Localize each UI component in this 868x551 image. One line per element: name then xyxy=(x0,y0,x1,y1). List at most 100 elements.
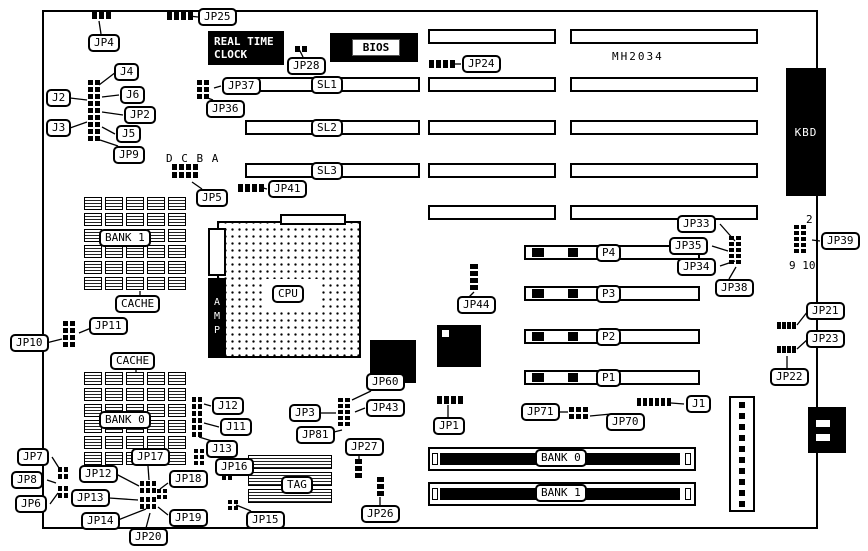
cache-chip-bank0 xyxy=(105,372,123,385)
label-j2: J2 xyxy=(46,89,72,107)
pin xyxy=(197,94,202,99)
pin xyxy=(228,500,232,504)
label-jp37: JP37 xyxy=(222,77,261,95)
pin xyxy=(228,476,232,480)
cache-chip-bank0 xyxy=(84,372,102,385)
pin xyxy=(569,407,574,412)
pin xyxy=(637,398,641,406)
pin xyxy=(152,497,156,502)
pin xyxy=(179,172,184,178)
cache-chip-bank1 xyxy=(84,197,102,210)
pin xyxy=(192,411,196,416)
pin xyxy=(58,493,62,498)
cache-chip-bank1 xyxy=(147,261,165,274)
label-jp43: JP43 xyxy=(366,399,405,417)
front-panel-header xyxy=(88,80,100,141)
pin xyxy=(152,481,156,486)
pin xyxy=(739,402,745,408)
pin xyxy=(576,407,581,412)
label-jp41: JP41 xyxy=(268,180,307,198)
label-jp15: JP15 xyxy=(246,511,285,529)
pin xyxy=(736,248,741,252)
panel-header-a xyxy=(140,481,156,493)
pin xyxy=(88,122,93,127)
jp23-header xyxy=(777,346,796,353)
expansion-slot xyxy=(570,77,758,92)
slot-key-mark xyxy=(568,332,578,341)
pin xyxy=(238,184,243,192)
label-p2: P2 xyxy=(596,328,622,346)
pin xyxy=(470,285,478,290)
cache-chip-bank0 xyxy=(126,372,144,385)
pin xyxy=(88,87,93,92)
pin xyxy=(729,254,734,258)
label-jp11: JP11 xyxy=(89,317,128,335)
label-bank1-simm: BANK 1 xyxy=(535,484,587,502)
pin xyxy=(729,242,734,246)
pin xyxy=(172,172,177,178)
cache-chip-bank0 xyxy=(147,404,165,417)
label-j6: J6 xyxy=(120,86,146,104)
pin xyxy=(436,60,441,68)
pin xyxy=(106,11,111,19)
expansion-slot xyxy=(428,120,556,135)
pin xyxy=(667,398,671,406)
label-jp21: JP21 xyxy=(806,302,845,320)
panel-header-b xyxy=(140,497,156,509)
label-jp14: JP14 xyxy=(81,512,120,530)
label-jp8: JP8 xyxy=(11,471,43,489)
pin xyxy=(152,488,156,493)
pin xyxy=(198,432,202,437)
label-jp7: JP7 xyxy=(17,448,49,466)
pin xyxy=(194,461,198,465)
pin xyxy=(152,504,156,509)
expansion-slot xyxy=(570,163,758,178)
jp15-header xyxy=(228,500,238,510)
pin xyxy=(157,495,161,499)
cache-chip-bank0 xyxy=(168,404,186,417)
pin xyxy=(200,455,204,459)
pin xyxy=(777,346,781,353)
cache-chip-bank0 xyxy=(147,372,165,385)
pin xyxy=(64,474,68,479)
slot-key-mark xyxy=(532,373,544,382)
expansion-slot xyxy=(428,163,556,178)
pin xyxy=(198,397,202,402)
pin xyxy=(70,328,75,333)
jp60-header xyxy=(338,398,350,426)
jp41-header xyxy=(238,184,264,192)
slot-key-mark xyxy=(568,289,578,298)
label-j1: J1 xyxy=(686,395,712,413)
label-jp19: JP19 xyxy=(169,509,208,527)
label-jp71: JP71 xyxy=(521,403,560,421)
pin xyxy=(345,416,350,420)
pin xyxy=(739,446,745,452)
jp39-header xyxy=(794,225,806,253)
cache-chip-bank1 xyxy=(168,229,186,242)
pin xyxy=(450,60,455,68)
cache-chip-bank1 xyxy=(105,213,123,226)
pin xyxy=(95,80,100,85)
pin xyxy=(338,410,343,414)
cache-chip-bank1 xyxy=(84,245,102,258)
text-board-model: MH2034 xyxy=(612,50,664,63)
pin xyxy=(186,172,191,178)
pin xyxy=(458,396,463,404)
pin xyxy=(234,500,238,504)
jp1-header xyxy=(437,396,463,404)
label-jp13: JP13 xyxy=(71,489,110,507)
pin xyxy=(661,398,665,406)
pin xyxy=(88,136,93,141)
pin xyxy=(252,184,257,192)
pin xyxy=(655,398,659,406)
pin xyxy=(95,101,100,106)
din-slot-1 xyxy=(816,420,830,427)
pin xyxy=(140,481,144,486)
pin xyxy=(192,418,196,423)
j1-header xyxy=(637,398,671,406)
pin xyxy=(163,489,167,493)
label-jp34: JP34 xyxy=(677,258,716,276)
simm-end-clip xyxy=(432,488,438,500)
pin xyxy=(197,80,202,85)
jp21-header xyxy=(777,322,796,329)
